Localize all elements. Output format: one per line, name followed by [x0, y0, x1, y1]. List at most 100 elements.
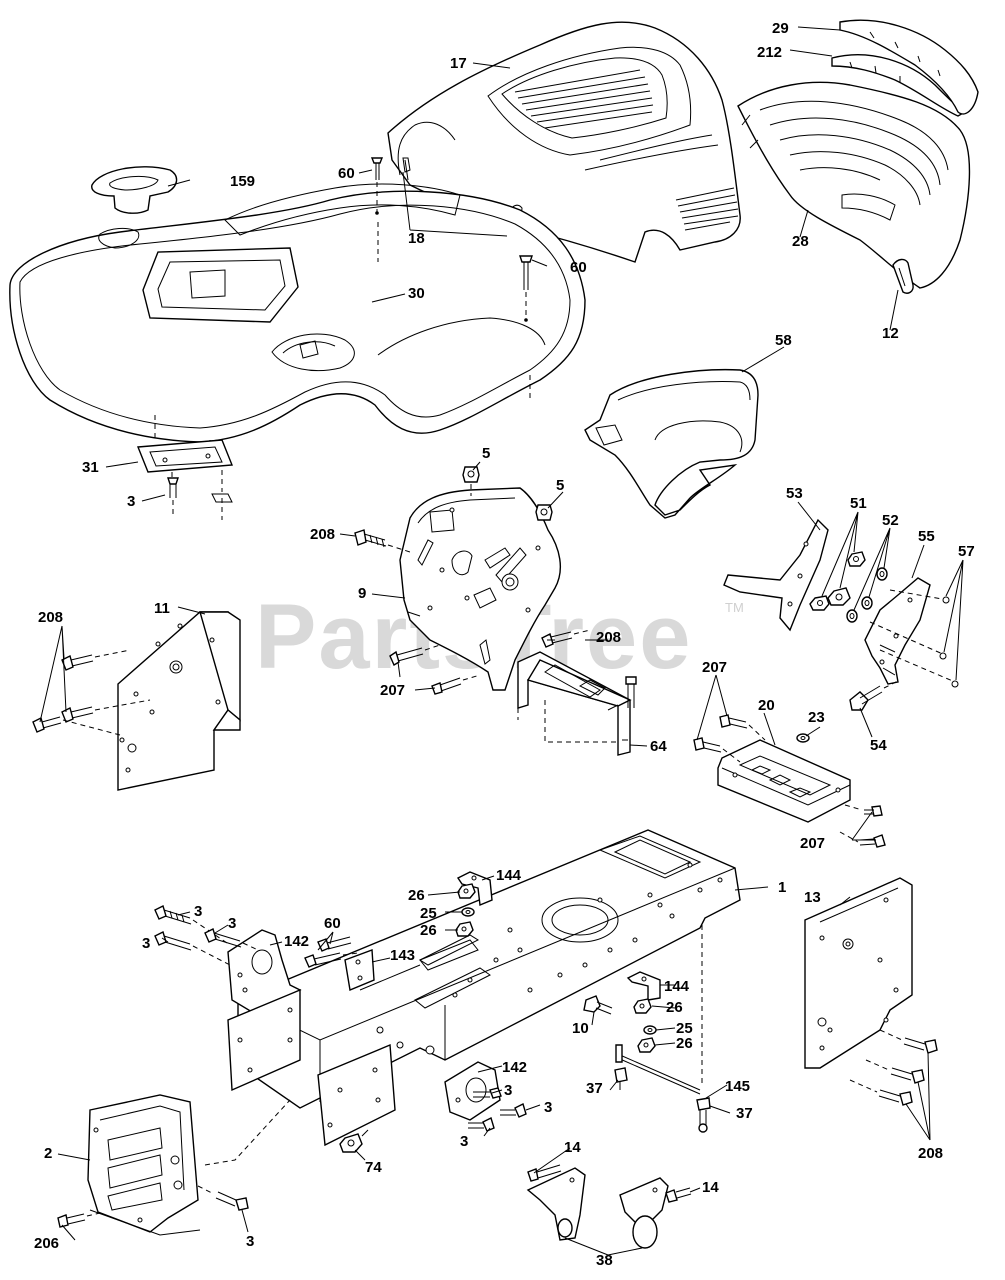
knob-part-54[interactable] [849, 679, 901, 711]
bracket-part-55[interactable] [864, 577, 931, 685]
callout-3[interactable]: 3 [504, 1082, 512, 1099]
bolt-part-208[interactable] [61, 649, 131, 671]
bolt-part-3[interactable] [154, 931, 231, 966]
bolt-part-3[interactable] [468, 1117, 495, 1132]
callout-208[interactable]: 208 [596, 629, 621, 646]
front-plate-part-2[interactable] [87, 1094, 201, 1236]
callout-3[interactable]: 3 [127, 493, 135, 510]
callout-212[interactable]: 212 [757, 44, 782, 61]
callout-60[interactable]: 60 [570, 259, 587, 276]
pin-part-37[interactable] [614, 1067, 628, 1090]
callout-18[interactable]: 18 [408, 230, 425, 247]
callout-143[interactable]: 143 [390, 947, 415, 964]
bolt-part-207[interactable] [693, 737, 741, 763]
callout-5[interactable]: 5 [556, 477, 564, 494]
callout-145[interactable]: 145 [725, 1078, 750, 1095]
bolt-part-208[interactable] [541, 629, 591, 648]
callout-60[interactable]: 60 [324, 915, 341, 932]
callout-3[interactable]: 3 [460, 1133, 468, 1150]
callout-30[interactable]: 30 [408, 285, 425, 302]
callout-28[interactable]: 28 [792, 233, 809, 250]
callout-207[interactable]: 207 [380, 682, 405, 699]
callout-144[interactable]: 144 [496, 867, 522, 884]
bracket-part-38[interactable] [526, 1167, 586, 1241]
pin-part-37[interactable] [696, 1097, 711, 1133]
bolt-part-3[interactable] [154, 905, 231, 946]
nut-part-51[interactable] [847, 551, 866, 567]
callout-2[interactable]: 2 [44, 1145, 52, 1162]
bolt-part-3[interactable] [197, 1185, 249, 1211]
nut-part-26[interactable] [633, 998, 652, 1014]
grille-part-28[interactable] [737, 81, 971, 289]
bolt-part-60[interactable] [317, 936, 352, 952]
bolt-part-3[interactable] [500, 1103, 527, 1118]
callout-37[interactable]: 37 [586, 1080, 603, 1097]
angle-bracket-part-144[interactable] [626, 971, 661, 1001]
bolt-part-208[interactable] [625, 676, 637, 708]
callout-207[interactable]: 207 [800, 835, 825, 852]
callout-31[interactable]: 31 [82, 459, 99, 476]
seat-bracket-part-31[interactable] [136, 439, 234, 520]
callout-51[interactable]: 51 [850, 495, 867, 512]
bolt-part-207[interactable] [389, 644, 441, 667]
callout-13[interactable]: 13 [804, 889, 821, 906]
callout-9[interactable]: 9 [358, 585, 366, 602]
callout-53[interactable]: 53 [786, 485, 803, 502]
callout-26[interactable]: 26 [408, 887, 425, 904]
callout-208[interactable]: 208 [918, 1145, 943, 1162]
bolt-part-206[interactable] [57, 1212, 101, 1228]
bolt-part-208[interactable] [879, 1029, 938, 1054]
callout-26[interactable]: 26 [666, 999, 683, 1016]
dash-support-part-64[interactable] [517, 651, 632, 756]
hood-top-trim-part-29[interactable] [839, 19, 979, 115]
callout-5[interactable]: 5 [482, 445, 490, 462]
callout-159[interactable]: 159 [230, 173, 255, 190]
callout-52[interactable]: 52 [882, 512, 899, 529]
side-panel-part-13[interactable] [804, 877, 913, 1069]
rod-part-145[interactable] [615, 925, 703, 1095]
bracket-part-142[interactable] [444, 1061, 501, 1121]
callout-54[interactable]: 54 [870, 737, 887, 754]
callout-14[interactable]: 14 [564, 1139, 581, 1156]
callout-3[interactable]: 3 [142, 935, 150, 952]
callout-38[interactable]: 38 [596, 1252, 613, 1269]
seat-knob-part-159[interactable] [91, 166, 178, 214]
callout-3[interactable]: 3 [228, 915, 236, 932]
callout-58[interactable]: 58 [775, 332, 792, 349]
angle-bracket-part-144[interactable] [456, 871, 493, 907]
callout-142[interactable]: 142 [502, 1059, 527, 1076]
callout-208[interactable]: 208 [38, 609, 63, 626]
bolt-part-208[interactable] [849, 1079, 913, 1106]
bolt-part-208[interactable] [32, 716, 121, 736]
callout-14[interactable]: 14 [702, 1179, 719, 1196]
washer-part-52[interactable] [846, 609, 858, 623]
nut-part-26[interactable] [637, 1037, 656, 1053]
callout-29[interactable]: 29 [772, 20, 789, 37]
callout-25[interactable]: 25 [676, 1020, 693, 1037]
callout-142[interactable]: 142 [284, 933, 309, 950]
callout-12[interactable]: 12 [882, 325, 899, 342]
nut-part-26[interactable] [457, 883, 476, 899]
nut-part-5[interactable] [462, 466, 480, 496]
callout-26[interactable]: 26 [420, 922, 437, 939]
bolt-part-3[interactable] [473, 1087, 502, 1099]
callout-206[interactable]: 206 [34, 1235, 59, 1252]
bolt-part-208[interactable] [61, 699, 151, 723]
washer-part-52[interactable] [861, 596, 873, 610]
washer-part-52[interactable] [876, 567, 888, 581]
main-frame-part-1[interactable] [237, 829, 741, 1109]
callout-26[interactable]: 26 [676, 1035, 693, 1052]
bolt-part-3[interactable] [204, 928, 259, 951]
bolt-part-208[interactable] [354, 529, 411, 553]
bolt-part-60[interactable] [519, 255, 533, 322]
nut-part-51[interactable] [809, 595, 830, 611]
callout-74[interactable]: 74 [365, 1159, 382, 1176]
callout-3[interactable]: 3 [194, 903, 202, 920]
bolt-part-57[interactable] [869, 589, 959, 688]
bolt-part-10[interactable] [583, 995, 613, 1015]
plate-part-143[interactable] [344, 939, 479, 991]
steering-shroud-part-58[interactable] [584, 368, 759, 519]
bolt-part-14[interactable] [665, 1187, 692, 1203]
bolt-part-207[interactable] [719, 714, 766, 741]
bolt-part-208[interactable] [865, 1059, 925, 1084]
